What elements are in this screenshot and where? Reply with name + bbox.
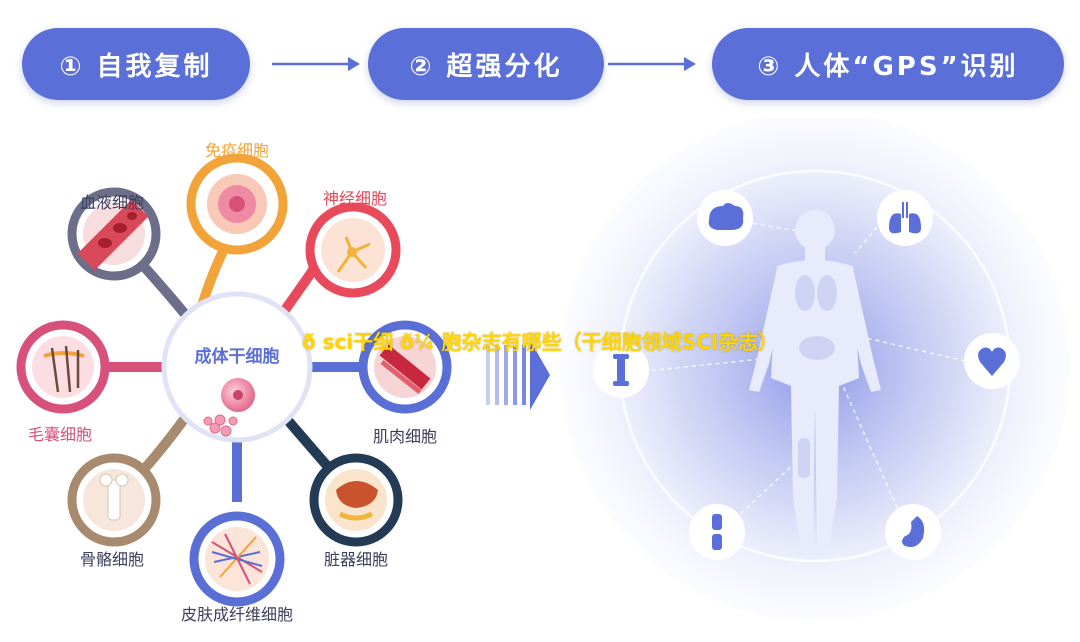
step-2-label: ② 超强分化 — [409, 51, 563, 82]
hair-cell-label: 毛囊细胞 — [28, 425, 92, 444]
nerve-cell-label: 神经细胞 — [323, 189, 387, 208]
step-3-label: ③ 人体“GPS”识别 — [757, 51, 1019, 82]
stem-cell-diagram: 成体干细胞 免疫细胞 神经细胞 肌肉细胞 脏器细胞 皮肤成纤维细胞 骨骼细胞 — [16, 141, 452, 624]
organ-cell-label: 脏器细胞 — [324, 550, 388, 569]
stomach-icon — [885, 504, 941, 560]
step-2-pill: ② 超强分化 — [368, 28, 604, 100]
brain-icon — [697, 190, 753, 246]
center-stem-cell-label: 成体干细胞 — [195, 346, 280, 367]
arrow-right-icon — [272, 57, 360, 71]
heart-icon — [964, 333, 1020, 389]
cell-cluster-icon — [203, 414, 238, 437]
step-1-pill: ① 自我复制 — [22, 28, 250, 100]
human-body-gps-diagram — [560, 118, 1070, 621]
immune-cell-label: 免疫细胞 — [205, 141, 269, 160]
overlay-title: ð sci干细 ð¼ 胞杂志有哪些（干细胞领域SCI杂志） — [301, 330, 779, 354]
knee-joint-icon — [689, 504, 745, 560]
bone-icon — [593, 342, 649, 398]
step-1-label: ① 自我复制 — [59, 51, 213, 82]
transition-arrow-icon — [486, 340, 550, 410]
human-silhouette — [749, 210, 881, 548]
arrow-right-icon — [608, 57, 696, 71]
lungs-icon — [877, 190, 933, 246]
muscle-cell-label: 肌肉细胞 — [373, 427, 437, 446]
center-stem-cell — [161, 291, 313, 443]
bone-cell-label: 骨骼细胞 — [80, 550, 144, 569]
blood-cell-label: 血液细胞 — [80, 193, 144, 212]
step-3-pill: ③ 人体“GPS”识别 — [712, 28, 1064, 100]
skin-cell-label: 皮肤成纤维细胞 — [181, 605, 293, 624]
